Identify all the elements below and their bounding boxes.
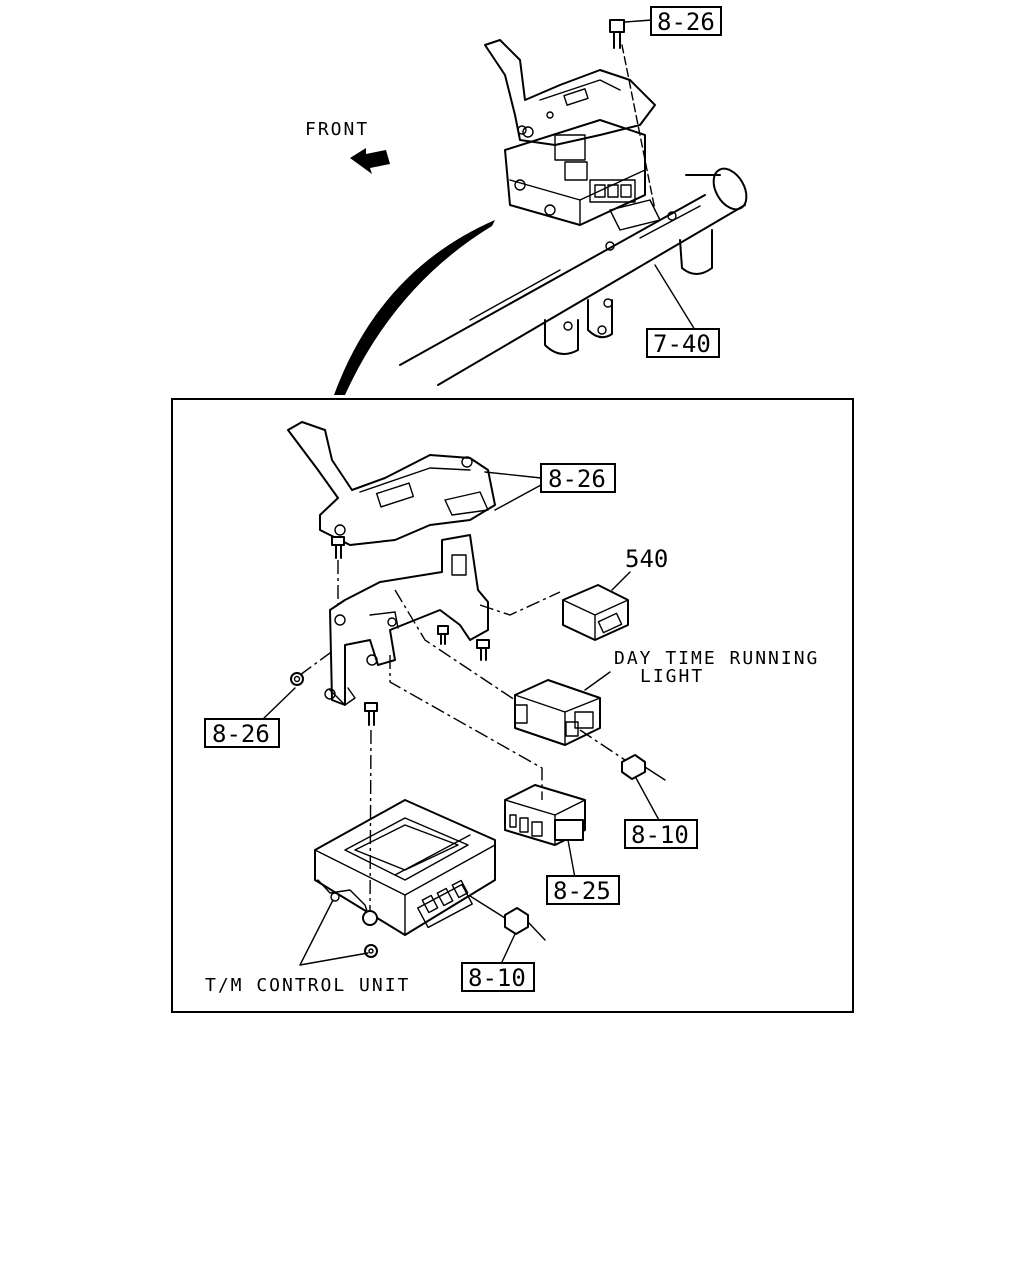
detail-bracket-plate	[287, 421, 542, 546]
cross-member-beam	[399, 167, 748, 386]
callout-7-40: 7-40	[646, 264, 720, 358]
overview-assembly: FRONT 8-26 7-40	[305, 6, 748, 395]
front-label: FRONT	[305, 119, 369, 140]
center-line-3	[369, 729, 372, 911]
svg-text:8-25: 8-25	[553, 877, 611, 905]
upper-control-unit	[504, 119, 661, 231]
detail-bolts	[290, 536, 490, 726]
svg-text:LIGHT: LIGHT	[640, 666, 704, 687]
svg-text:DAY TIME RUNNING: DAY TIME RUNNING	[614, 648, 819, 669]
connector-8-10-right	[621, 754, 666, 823]
callout-8-25: 8-25	[546, 875, 620, 905]
dtrl-label: DAY TIME RUNNING LIGHT	[614, 648, 819, 687]
detail-transition-arrow	[334, 220, 495, 395]
callout-8-10-bottom: 8-10	[461, 962, 535, 992]
tm-control-unit	[299, 799, 496, 966]
callout-top-8-26: 8-26	[624, 6, 722, 36]
svg-text:8-26: 8-26	[548, 465, 606, 493]
detail-mount-bracket	[324, 534, 489, 706]
part-540-relay	[562, 571, 631, 641]
tm-control-unit-label: T/M CONTROL UNIT	[205, 975, 410, 996]
component-8-25	[504, 784, 586, 879]
callout-8-10-right: 8-10	[624, 819, 698, 849]
center-line-6	[479, 591, 561, 616]
callout-detail-8-26-left: 8-26	[204, 687, 296, 748]
svg-text:8-10: 8-10	[631, 821, 689, 849]
center-line-2	[299, 649, 335, 676]
svg-text:8-26: 8-26	[212, 720, 270, 748]
center-line-4	[394, 589, 516, 701]
dtrl-module	[514, 671, 611, 746]
upper-bracket-plate	[484, 39, 656, 146]
callout-detail-8-26-top: 8-26	[540, 463, 616, 493]
center-line-5	[389, 655, 543, 800]
svg-text:8-26: 8-26	[657, 8, 715, 36]
detail-frame: 8-26 540 DAY TIME RUNNING LIGHT 8-26 8-1…	[171, 398, 854, 1013]
svg-text:7-40: 7-40	[653, 330, 711, 358]
callout-540: 540	[625, 545, 668, 573]
svg-text:8-10: 8-10	[468, 964, 526, 992]
front-arrow-icon	[350, 148, 390, 174]
top-bolt	[609, 19, 656, 211]
connector-8-10-bottom	[469, 895, 546, 963]
